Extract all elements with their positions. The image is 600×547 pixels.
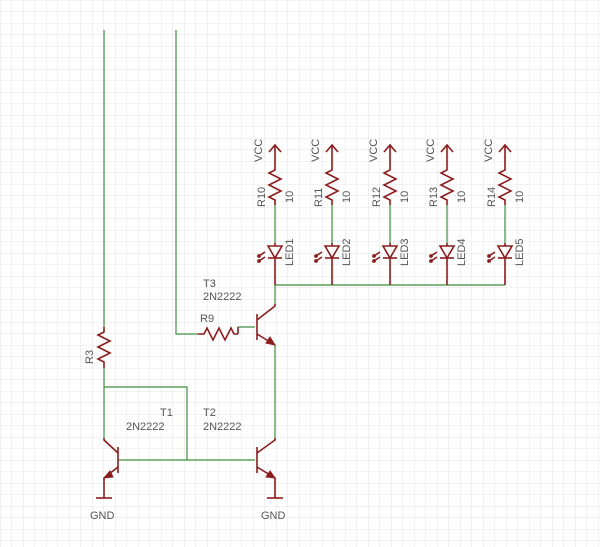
gnd-t1[interactable]: GND: [90, 497, 115, 522]
vcc-symbol[interactable]: VCC: [483, 139, 512, 165]
resistor-value: 10: [399, 191, 411, 203]
led-4[interactable]: LED4: [429, 238, 468, 285]
t1-value: 2N2222: [126, 421, 165, 433]
resistor-r10[interactable]: R10 10: [256, 165, 296, 207]
resistor-value: 10: [341, 191, 353, 203]
t3-value: 2N2222: [203, 291, 242, 303]
transistor-t2[interactable]: T2 2N2222: [203, 407, 277, 498]
led-5[interactable]: LED5: [487, 238, 526, 285]
vcc-label: VCC: [368, 139, 380, 162]
t1-name: T1: [160, 407, 173, 419]
led-name: LED1: [284, 238, 296, 266]
r3-label: R3: [84, 350, 96, 364]
t2-value: 2N2222: [203, 421, 242, 433]
vcc-symbol[interactable]: VCC: [425, 139, 454, 165]
vcc-label: VCC: [310, 139, 322, 162]
vcc-symbol[interactable]: VCC: [310, 139, 339, 165]
led-name: LED3: [399, 238, 411, 266]
resistor-name: R14: [486, 187, 498, 207]
resistor-name: R10: [256, 187, 268, 207]
vcc-label: VCC: [425, 139, 437, 162]
resistor-name: R12: [371, 187, 383, 207]
resistor-r14[interactable]: R14 10: [486, 165, 526, 207]
led-name: LED2: [341, 238, 353, 266]
resistor-value: 10: [514, 191, 526, 203]
led-1[interactable]: LED1: [257, 238, 296, 285]
resistor-r3[interactable]: R3: [84, 327, 112, 368]
vcc-symbol[interactable]: VCC: [368, 139, 397, 165]
resistor-name: R11: [313, 188, 325, 207]
gnd-label-t2: GND: [261, 510, 286, 522]
wire-input-right[interactable]: [175, 30, 198, 335]
vcc-label: VCC: [253, 139, 265, 162]
led-name: LED5: [514, 238, 526, 266]
resistor-r9[interactable]: R9: [198, 313, 239, 342]
led-3[interactable]: LED3: [372, 238, 411, 285]
resistor-r11[interactable]: R11 10: [313, 165, 353, 207]
gnd-label-t1: GND: [90, 510, 115, 522]
wires: [103, 30, 505, 461]
transistor-t3[interactable]: T3 2N2222: [203, 278, 277, 346]
transistor-t1[interactable]: T1 2N2222: [102, 407, 173, 498]
resistor-name: R13: [428, 187, 440, 207]
resistor-value: 10: [284, 191, 296, 203]
resistor-r13[interactable]: R13 10: [428, 165, 468, 207]
vcc-label: VCC: [483, 139, 495, 162]
resistor-value: 10: [456, 191, 468, 203]
led-2[interactable]: LED2: [314, 238, 353, 285]
wire-r3-node[interactable]: [103, 368, 188, 460]
led-name: LED4: [456, 238, 468, 266]
t2-name: T2: [203, 407, 216, 419]
vcc-symbol[interactable]: VCC: [253, 139, 282, 165]
resistor-r12[interactable]: R12 10: [371, 165, 411, 207]
r9-label: R9: [200, 313, 214, 325]
gnd-t2[interactable]: GND: [261, 497, 286, 522]
t3-name: T3: [203, 278, 216, 290]
